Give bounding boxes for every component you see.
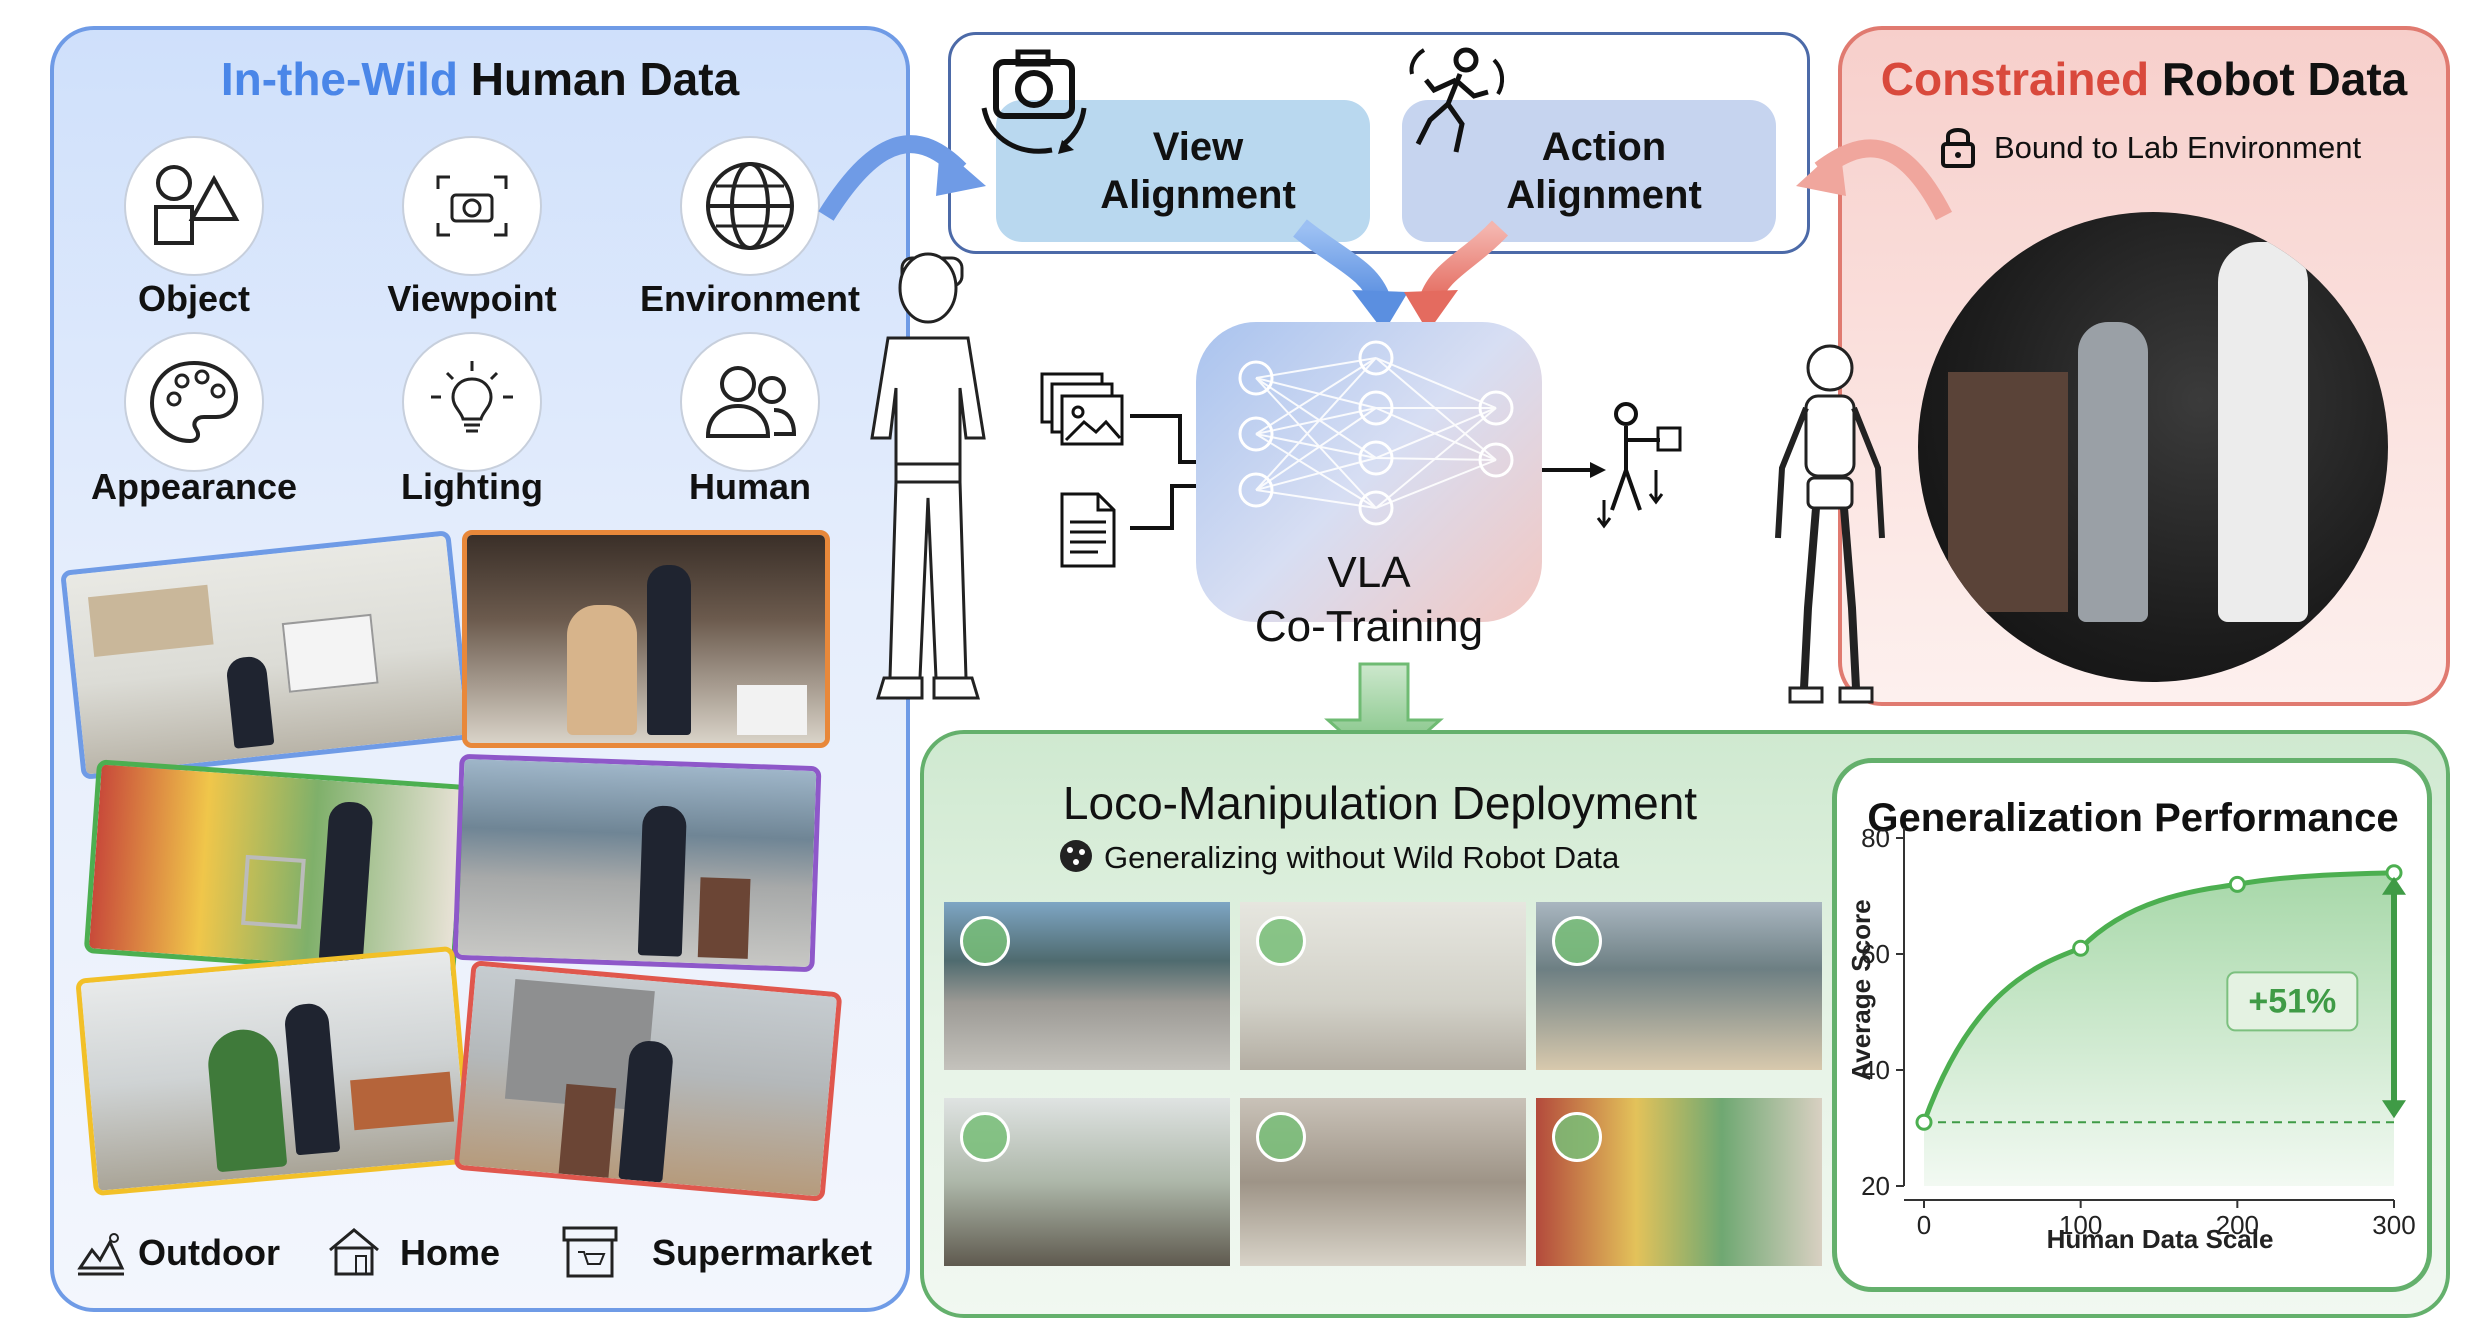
category-label-lighting: Lighting [401,466,543,507]
walking-person-icon [1400,40,1510,164]
chart-y-label: Average Score [1846,899,1876,1080]
human-panel-title: In-the-Wild Human Data [60,52,900,106]
deploy-photo-4 [944,1098,1230,1266]
success-check-icon [960,1112,1010,1162]
deployment-title: Loco-Manipulation Deployment [1062,777,1698,829]
chart-y-tick-label: 20 [1861,1171,1890,1201]
category-label-appearance: Appearance [90,466,298,507]
lock-icon [1940,124,1976,170]
robot-title-highlight: Constrained [1880,53,2150,105]
palette-icon [124,332,264,472]
robot-action-icon [1596,400,1686,530]
human-title-rest: Human Data [458,53,740,105]
success-check-icon [1552,916,1602,966]
robot-panel-title: Constrained Robot Data [1848,52,2440,106]
deploy-photo-5 [1240,1098,1526,1266]
shapes-icon [124,136,264,276]
success-check-icon [960,916,1010,966]
chart-data-point [1915,1113,1933,1131]
deploy-photo-2 [1240,902,1526,1070]
human-title-highlight: In-the-Wild [220,53,458,105]
view-alignment-box: View Alignment [996,100,1370,242]
chart-y-tick-label: 60 [1861,939,1890,969]
scene-label-home: Home [400,1232,501,1273]
vr-human-figure [848,238,1008,722]
vla-model-box [1196,322,1542,622]
chart-data-point [2072,939,2090,957]
category-label-human: Human [688,466,811,507]
store-icon [560,1224,620,1280]
chart-y-tick-label: 40 [1861,1055,1890,1085]
robot-lab-photo [1918,212,2388,682]
chart-area-fill [1924,872,2394,1186]
deploy-photo-6 [1536,1098,1822,1266]
image-stack-icon [1040,372,1126,450]
success-check-icon [1256,1112,1306,1162]
arrow-action-to-vla [1419,220,1509,305]
people-icon [680,332,820,472]
chart-x-tick-label: 300 [2372,1210,2415,1240]
scene-label-outdoor: Outdoor [138,1232,280,1273]
chart-series-line [1921,870,2395,1124]
deploy-photo-1 [944,902,1230,1070]
globe-network-icon [1058,838,1094,874]
robot-title-rest: Robot Data [2149,53,2408,105]
arrow-image-input [1130,414,1196,464]
deployment-subtitle: Generalizing without Wild Robot Data [1104,840,1620,875]
human-photo-living-room [462,530,830,748]
globe-icon [680,136,820,276]
chart-x-tick-label: 100 [2059,1210,2102,1240]
scene-label-supermarket: Supermarket [652,1232,873,1273]
success-check-icon [1256,916,1306,966]
humanoid-robot-figure [1760,338,1900,718]
chart-title: Generalization Performance [1867,796,2399,840]
generalization-chart: Average Score Human Data Scale 20 40 60 80 0… [1846,823,2416,1254]
success-check-icon [1552,1112,1602,1162]
deploy-photo-3 [1536,902,1822,1070]
camera-rotate-icon [974,44,1094,162]
neural-network-icon [1238,340,1514,526]
chart-gain-arrow-head-top [2382,876,2406,895]
outdoor-icon [76,1228,126,1278]
chart-x-tick-label: 200 [2216,1210,2259,1240]
arrow-view-to-vla [1293,219,1391,305]
category-label-object: Object [137,278,251,319]
camera-icon [402,136,542,276]
chart-plot-area: 20 40 60 80 0 100 200 300 +51% [1861,823,2416,1240]
chart-annotation-label: +51% [2248,982,2336,1020]
category-label-environment: Environment [639,278,861,319]
arrow-text-input [1130,484,1196,530]
chart-annotation-box [2226,971,2359,1032]
chart-gain-arrow-head-bottom [2382,1100,2406,1119]
chart-x-tick-label: 0 [1917,1210,1931,1240]
chart-data-point [2228,875,2246,893]
robot-panel-subtitle: Bound to Lab Environment [1994,130,2362,165]
co-training-label: Co-Training [1254,602,1484,651]
vla-label: VLA [1327,548,1411,597]
chart-x-label: Human Data Scale [2047,1224,2274,1254]
home-icon [326,1226,382,1278]
document-icon [1058,490,1118,570]
lightbulb-icon [402,332,542,472]
category-label-viewpoint: Viewpoint [387,278,557,319]
chart-y-tick-label: 80 [1861,823,1890,853]
